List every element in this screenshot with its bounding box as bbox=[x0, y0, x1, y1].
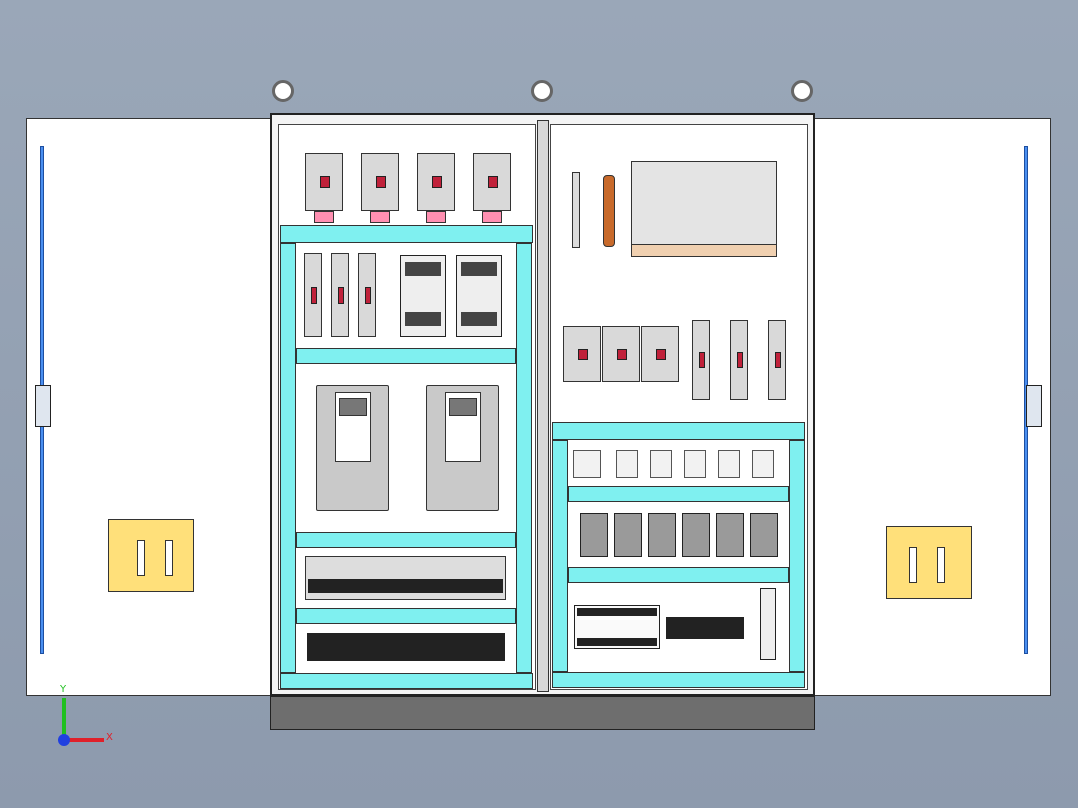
relay-module bbox=[650, 450, 672, 478]
module bbox=[682, 513, 710, 557]
fuse-holder bbox=[304, 253, 322, 337]
cable-duct-vertical bbox=[552, 440, 568, 672]
cable-duct bbox=[280, 673, 533, 689]
module bbox=[580, 513, 608, 557]
module bbox=[648, 513, 676, 557]
right-nameplate bbox=[886, 526, 972, 599]
cable-duct bbox=[568, 486, 789, 502]
power-supply bbox=[760, 588, 776, 660]
relay-module bbox=[752, 450, 774, 478]
contactor bbox=[400, 255, 446, 337]
contactor bbox=[456, 255, 502, 337]
module bbox=[716, 513, 744, 557]
vfd-drive bbox=[316, 385, 389, 511]
terminal-block bbox=[666, 617, 744, 639]
cable-duct-vertical bbox=[516, 243, 532, 673]
fuse-holder bbox=[692, 320, 710, 400]
terminal-pink bbox=[370, 211, 390, 223]
axis-y-label: Y bbox=[60, 684, 67, 695]
cable-duct bbox=[296, 532, 516, 548]
relay-module bbox=[616, 450, 638, 478]
cable-duct bbox=[296, 348, 516, 364]
vfd-drive bbox=[426, 385, 499, 511]
breaker[interactable] bbox=[473, 153, 511, 211]
fuse-holder bbox=[768, 320, 786, 400]
breaker[interactable] bbox=[641, 326, 679, 382]
cabinet-plinth bbox=[270, 696, 815, 730]
fuse-holder bbox=[331, 253, 349, 337]
cable-duct bbox=[552, 672, 805, 688]
din-rail-strip bbox=[572, 172, 580, 248]
cabinet-divider bbox=[537, 120, 549, 692]
breaker[interactable] bbox=[361, 153, 399, 211]
relay-module bbox=[573, 450, 601, 478]
left-door-handle[interactable] bbox=[35, 385, 51, 427]
plc-unit bbox=[574, 605, 660, 649]
relay-module bbox=[718, 450, 740, 478]
breaker[interactable] bbox=[563, 326, 601, 382]
copper-busbar bbox=[603, 175, 615, 247]
lifting-eye-icon bbox=[272, 80, 294, 102]
axis-x-label: X bbox=[106, 732, 113, 743]
terminal-pink bbox=[426, 211, 446, 223]
terminal-block bbox=[307, 633, 505, 661]
coordinate-axes-icon: Y X bbox=[50, 684, 120, 760]
cable-duct-vertical bbox=[789, 440, 805, 672]
cable-duct bbox=[552, 422, 805, 440]
cable-duct-vertical bbox=[280, 243, 296, 673]
main-switch bbox=[631, 161, 777, 257]
right-door bbox=[812, 118, 1051, 696]
fuse-holder bbox=[358, 253, 376, 337]
module bbox=[750, 513, 778, 557]
cable-duct bbox=[568, 567, 789, 583]
lifting-eye-icon bbox=[531, 80, 553, 102]
breaker[interactable] bbox=[305, 153, 343, 211]
left-nameplate bbox=[108, 519, 194, 592]
relay-module bbox=[684, 450, 706, 478]
terminal-pink bbox=[314, 211, 334, 223]
right-door-handle[interactable] bbox=[1026, 385, 1042, 427]
cable-duct bbox=[296, 608, 516, 624]
module bbox=[614, 513, 642, 557]
terminal-pink bbox=[482, 211, 502, 223]
breaker[interactable] bbox=[417, 153, 455, 211]
lifting-eye-icon bbox=[791, 80, 813, 102]
fuse-holder bbox=[730, 320, 748, 400]
relay-row bbox=[305, 556, 506, 600]
left-door bbox=[26, 118, 274, 696]
breaker[interactable] bbox=[602, 326, 640, 382]
cable-duct bbox=[280, 225, 533, 243]
